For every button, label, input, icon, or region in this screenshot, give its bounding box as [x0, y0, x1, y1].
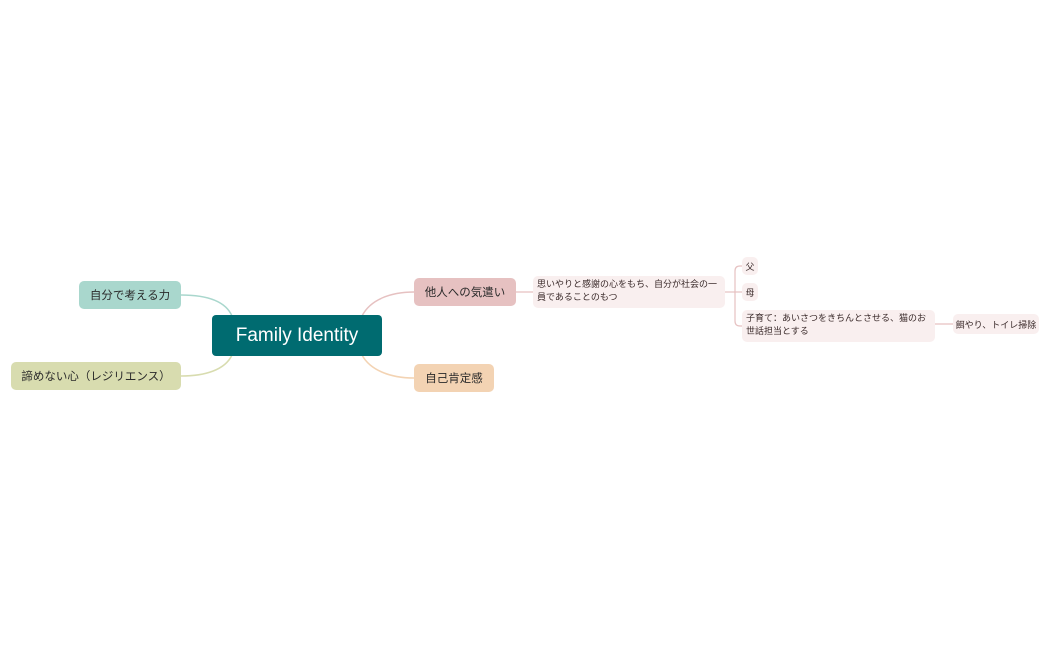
- subtopic-label: 母: [745, 288, 755, 299]
- topic-consideration[interactable]: 他人への気遣い: [414, 278, 516, 306]
- root-node[interactable]: Family Identity: [212, 315, 382, 356]
- topic-self-thinking[interactable]: 自分で考える力: [79, 281, 181, 309]
- subtopic-father[interactable]: 父: [742, 257, 758, 275]
- subtopic-label: 思いやりと感謝の心をもち、自分が社会の一員であることのもつ: [537, 280, 718, 303]
- subtopic-parenting[interactable]: 子育て：あいさつをきちんとさせる、猫のお世話担当とする: [742, 310, 935, 342]
- subtopic-label: 父: [745, 262, 755, 273]
- topic-label: 自分で考える力: [89, 288, 171, 302]
- topic-label: 他人への気遣い: [424, 285, 506, 299]
- topic-self-esteem[interactable]: 自己肯定感: [414, 364, 494, 392]
- subtopic-label: 子育て：あいさつをきちんとさせる、猫のお世話担当とする: [746, 314, 927, 337]
- root-label: Family Identity: [235, 324, 359, 346]
- topic-label: 諦めない心（レジリエンス）: [21, 369, 171, 383]
- subtopic-label: 餌やり、トイレ掃除: [955, 320, 1037, 331]
- subtopic-compassion[interactable]: 思いやりと感謝の心をもち、自分が社会の一員であることのもつ: [533, 276, 725, 308]
- subtopic-feeding[interactable]: 餌やり、トイレ掃除: [953, 314, 1039, 334]
- subtopic-mother[interactable]: 母: [742, 283, 758, 301]
- topic-label: 自己肯定感: [425, 371, 483, 385]
- topic-resilience[interactable]: 諦めない心（レジリエンス）: [11, 362, 181, 390]
